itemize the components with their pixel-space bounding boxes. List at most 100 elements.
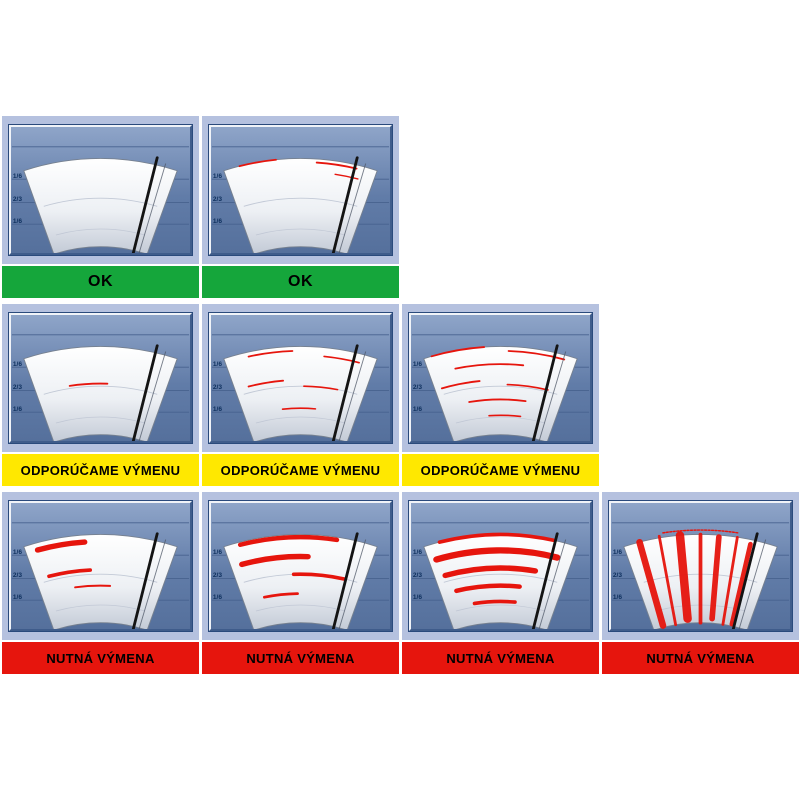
wear-streak — [433, 547, 561, 563]
wiper-panel: 1/6 2/3 1/6 — [2, 492, 199, 640]
wiper-screen: 1/6 2/3 1/6 — [609, 501, 792, 631]
wiper-blade-shadow — [738, 539, 767, 629]
wiper-blade-shadow — [138, 539, 167, 629]
wear-streak — [430, 346, 486, 358]
fraction-marker: 1/6 — [213, 406, 223, 413]
wiper-screen: 1/6 2/3 1/6 — [209, 501, 392, 631]
wiper-blade-icon — [331, 156, 359, 253]
wiper-blade-shadow — [338, 351, 367, 441]
fraction-marker: 1/6 — [13, 218, 23, 225]
wear-streak — [506, 383, 549, 391]
fraction-marker: 2/3 — [213, 384, 223, 391]
status-label-required: NUTNÁ VÝMENA — [202, 640, 399, 674]
wiper-blade-icon — [131, 344, 159, 441]
fraction-marker: 1/6 — [213, 361, 223, 368]
fraction-marker: 1/6 — [613, 549, 623, 556]
wear-streak — [263, 592, 299, 599]
fraction-marker: 1/6 — [13, 549, 23, 556]
wear-streak — [238, 158, 277, 168]
fraction-marker: 1/6 — [13, 173, 23, 180]
wiper-blade-shadow — [538, 539, 567, 629]
wear-streak — [488, 414, 522, 418]
fraction-marker: 1/6 — [13, 406, 23, 413]
wiper-sweep-graphic: 1/62/31/6 — [211, 146, 390, 253]
wiper-sweep-graphic: 1/6 2/3 1/6 — [11, 522, 190, 629]
fraction-marker: 2/3 — [13, 572, 23, 579]
wear-streak — [675, 531, 692, 623]
wiper-blade-icon — [131, 156, 159, 253]
wiper-blade-icon — [331, 344, 359, 441]
status-label-required: NUTNÁ VÝMENA — [602, 640, 799, 674]
wear-streak — [507, 350, 566, 361]
fraction-marker: 1/6 — [13, 594, 23, 601]
status-label-required: NUTNÁ VÝMENA — [2, 640, 199, 674]
wear-streak — [239, 553, 311, 568]
wiper-blade-icon — [131, 532, 159, 629]
status-label-recommend: ODPORÚČAME VÝMENU — [402, 452, 599, 486]
wiper-sweep-graphic: 1/6 2/3 1/6 — [611, 522, 790, 629]
fraction-marker: 1/6 — [613, 594, 623, 601]
fraction-marker: 1/6 — [413, 549, 423, 556]
wiper-sweep-graphic: 1/62/31/6 — [411, 334, 590, 441]
fraction-marker: 1/6 — [213, 594, 223, 601]
wiper-panel: 1/6 2/3 1/6 — [202, 304, 399, 452]
wear-streak — [74, 584, 112, 589]
wear-streak — [303, 385, 339, 391]
wear-streak — [68, 382, 109, 387]
wear-streak — [247, 379, 285, 388]
fraction-marker: 2/3 — [413, 572, 423, 579]
fraction-marker: 2/3 — [413, 384, 423, 391]
wiper-panel: 1/6 2/3 1/6 — [2, 116, 199, 264]
wiper-screen: 1/6 2/3 1/6 — [409, 501, 592, 631]
wiper-sweep-graphic: 1/6 2/3 1/6 — [211, 334, 390, 441]
wiper-blade-icon — [531, 532, 559, 629]
wear-streak — [454, 363, 525, 370]
wiper-screen: 1/6 2/3 1/6 — [9, 125, 192, 255]
wear-streak — [437, 532, 556, 544]
fraction-marker: 1/6 — [413, 361, 423, 368]
fraction-marker: 2/3 — [13, 196, 23, 203]
wear-streak — [237, 534, 340, 548]
wiper-sweep-graphic: 1/6 2/3 1/6 — [411, 522, 590, 629]
status-label-required: NUTNÁ VÝMENA — [402, 640, 599, 674]
wear-streak — [468, 398, 527, 403]
status-label-ok: OK — [2, 264, 199, 298]
wiper-blade-icon — [531, 344, 559, 441]
wear-streak — [662, 529, 739, 534]
wear-streak — [323, 355, 360, 364]
fraction-marker: 2/3 — [613, 572, 623, 579]
fraction-marker: 2/3 — [213, 572, 223, 579]
status-label-ok: OK — [202, 264, 399, 298]
wear-streak — [47, 568, 93, 579]
wiper-screen: 1/6 2/3 1/6 — [209, 313, 392, 443]
wiper-sweep-graphic: 1/62/31/6 — [11, 334, 190, 441]
status-label-recommend: ODPORÚČAME VÝMENU — [202, 452, 399, 486]
wiper-blade-icon — [331, 532, 359, 629]
wear-streak — [315, 161, 358, 170]
wiper-blade-shadow — [138, 163, 167, 253]
wiper-panel: 1/6 2/3 1/6 — [402, 492, 599, 640]
wiper-screen: 1/6 2/3 1/6 — [9, 501, 192, 631]
wear-streak — [247, 350, 294, 358]
fraction-marker: 1/6 — [13, 361, 23, 368]
fraction-marker: 1/6 — [213, 173, 223, 180]
wear-streak — [472, 599, 517, 606]
fraction-marker: 1/6 — [213, 549, 223, 556]
wiper-panel: 1/6 2/3 1/6 — [202, 492, 399, 640]
fraction-marker: 1/6 — [413, 594, 423, 601]
wear-streak — [34, 539, 88, 553]
wear-streak — [657, 534, 678, 627]
